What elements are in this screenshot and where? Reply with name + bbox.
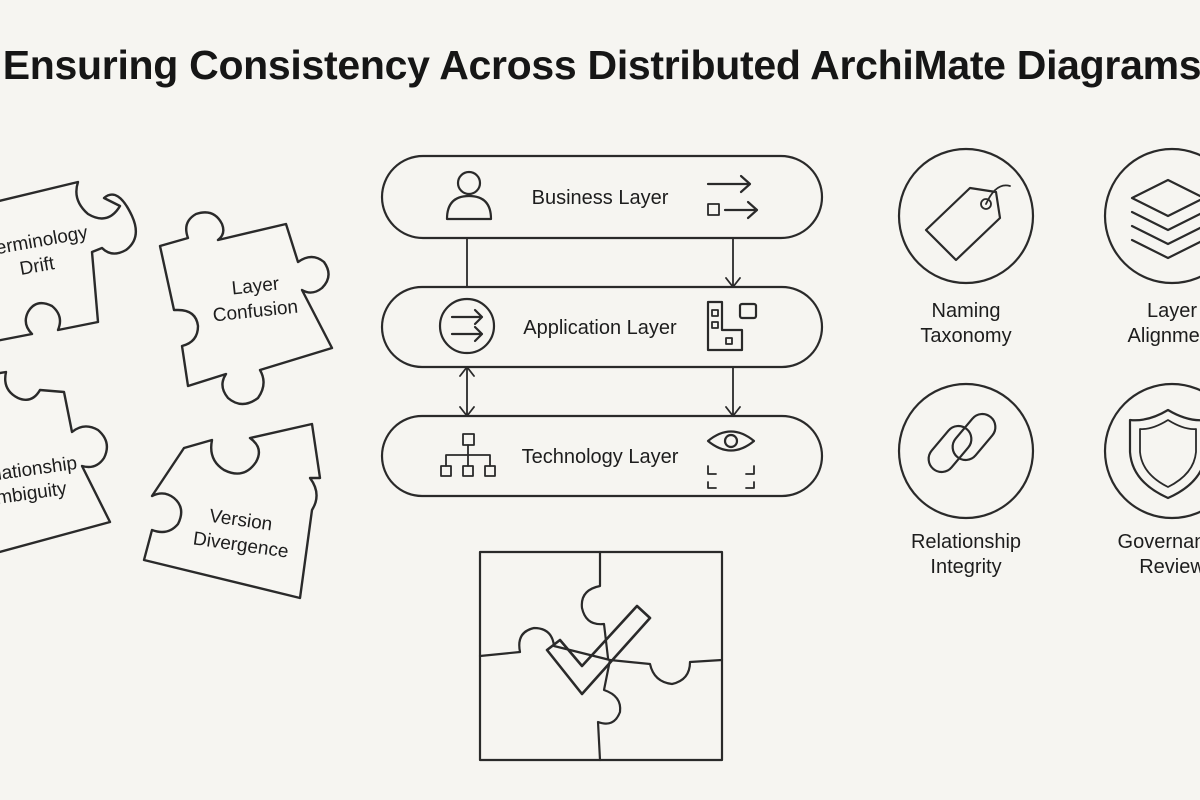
solution-layer-alignment: Layer Alignment (1103, 147, 1200, 347)
solution-governance-review: Governance Review (1103, 382, 1200, 578)
layer-technology: Technology Layer (380, 414, 824, 498)
solution-label-line1: Governance (1118, 531, 1200, 553)
problem-piece-layer-confusion: Layer Confusion (158, 211, 334, 406)
problem-piece-version-divergence: Version Divergence (142, 422, 322, 600)
layer-connectors (459, 237, 741, 417)
solution-label-line2: Taxonomy (920, 325, 1011, 347)
arrows-circle-icon (438, 297, 496, 355)
layer-business: Business Layer (380, 154, 824, 240)
page-title: Ensuring Consistency Across Distributed … (2, 42, 1200, 88)
tag-icon (924, 184, 1011, 262)
person-icon (445, 170, 493, 221)
problem-piece-relationship-ambiguity: Relationship Ambiguity (0, 370, 112, 554)
application-to-technology-arrow (725, 366, 741, 417)
problem-label-line1: Layer (231, 274, 281, 300)
business-to-application-arrow (725, 237, 741, 288)
solution-label-line1: Layer (1147, 300, 1197, 322)
solution-label-line2: Integrity (930, 556, 1001, 578)
layer-application: Application Layer (380, 285, 824, 369)
layer-label: Business Layer (532, 187, 669, 209)
shield-icon (1128, 408, 1200, 500)
stacked-layers-icon (1130, 178, 1200, 260)
flow-arrows-icon (706, 174, 759, 220)
solution-label-line2: Review (1139, 556, 1200, 578)
solution-naming-taxonomy: Naming Taxonomy (897, 147, 1035, 347)
solution-label-line2: Alignment (1128, 325, 1200, 347)
problem-piece-terminology-drift: Terminology Drift (0, 180, 138, 342)
hierarchy-icon (440, 433, 496, 477)
completed-puzzle-checkmark-icon (478, 550, 724, 762)
components-icon (706, 300, 758, 352)
eye-scan-icon (706, 430, 756, 489)
layer-label: Application Layer (523, 317, 677, 339)
solution-label-line1: Relationship (911, 531, 1021, 553)
layer-label: Technology Layer (522, 446, 679, 468)
solution-label-line1: Naming (932, 300, 1001, 322)
solution-relationship-integrity: Relationship Integrity (897, 382, 1035, 578)
application-technology-bidirectional-arrow (459, 366, 475, 417)
chain-link-icon (927, 412, 997, 474)
